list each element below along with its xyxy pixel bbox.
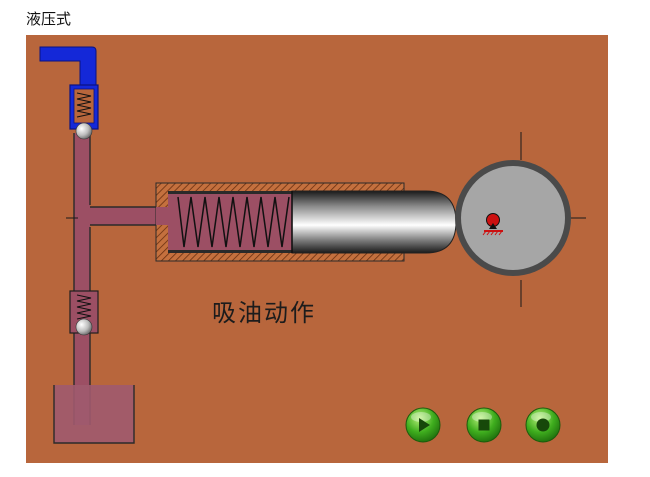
oil-tank	[53, 385, 135, 444]
page-title: 液压式	[26, 10, 72, 28]
outlet-pipe	[39, 46, 97, 88]
play-button[interactable]	[405, 407, 441, 443]
lower-valve-ball	[75, 318, 93, 336]
stop-icon	[466, 407, 502, 443]
circle-icon	[525, 407, 561, 443]
diagram-stage: 吸油动作	[26, 35, 608, 463]
upper-check-valve	[69, 84, 99, 140]
stop-button[interactable]	[466, 407, 502, 443]
hydraulic-pump-diagram	[26, 35, 608, 463]
eccentric-cam	[455, 160, 571, 276]
lower-check-valve	[69, 290, 99, 336]
reset-button[interactable]	[525, 407, 561, 443]
upper-valve-ball	[75, 122, 93, 140]
action-caption: 吸油动作	[212, 299, 316, 327]
pump-spring	[177, 196, 290, 248]
suction-pipe	[73, 133, 91, 425]
play-icon	[405, 407, 441, 443]
plunger	[291, 190, 457, 254]
